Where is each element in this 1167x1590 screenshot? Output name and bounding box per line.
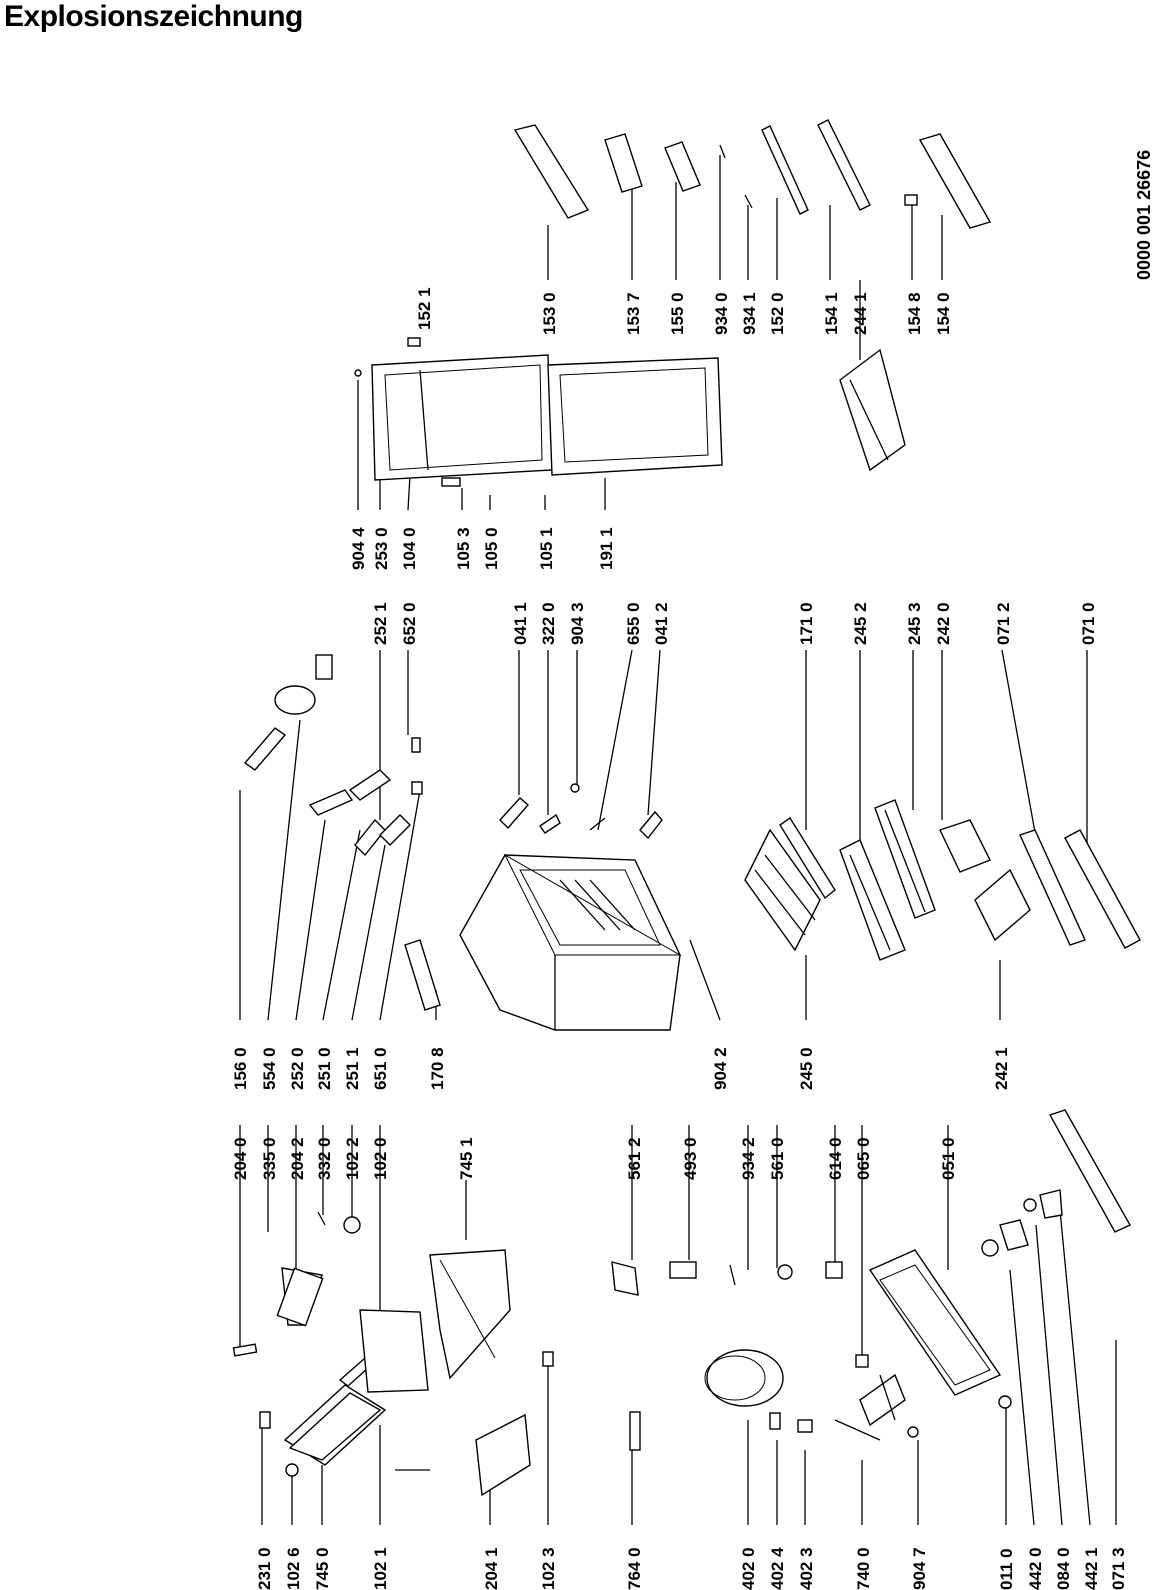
part-label: 051 0 — [939, 1137, 958, 1180]
part-label: 154 1 — [822, 292, 841, 335]
part-label: 041 2 — [652, 602, 671, 645]
part-label: 204 0 — [231, 1137, 250, 1180]
refrigerator-cabinet — [459, 853, 682, 1031]
part-label: 652 0 — [400, 602, 419, 645]
part-label: 104 0 — [400, 527, 419, 570]
part-drawings — [232, 119, 1141, 1497]
part-label: 934 0 — [712, 292, 731, 335]
door-assembly — [354, 337, 906, 487]
document-number: 0000 001 26676 — [1134, 150, 1154, 280]
part-label: 402 4 — [768, 1547, 787, 1590]
part-label: 204 2 — [288, 1137, 307, 1180]
part-label: 245 2 — [851, 602, 870, 645]
part-label: 071 3 — [1109, 1547, 1128, 1590]
part-label: 493 0 — [681, 1137, 700, 1180]
part-label: 102 2 — [343, 1137, 362, 1180]
part-label: 245 3 — [905, 602, 924, 645]
part-label: 934 2 — [739, 1137, 758, 1180]
part-label: 402 0 — [739, 1547, 758, 1590]
part-label: 191 1 — [597, 527, 616, 570]
part-label: 065 0 — [854, 1137, 873, 1180]
part-labels: 231 0 102 6 745 0 102 1 204 1 102 3 764 … — [231, 150, 1154, 1590]
part-label: 904 3 — [568, 602, 587, 645]
part-label: 105 3 — [454, 527, 473, 570]
leader-lines — [239, 155, 1117, 1526]
part-label: 251 0 — [315, 1047, 334, 1090]
part-label: 102 1 — [371, 1547, 390, 1590]
page-title: Explosionszeichnung — [4, 0, 303, 33]
part-label: 614 0 — [826, 1137, 845, 1180]
part-label: 071 0 — [1079, 602, 1098, 645]
part-label: 153 7 — [624, 292, 643, 335]
part-label: 442 1 — [1082, 1547, 1101, 1590]
part-label: 231 0 — [255, 1547, 274, 1590]
part-label: 041 1 — [511, 602, 530, 645]
part-label: 745 1 — [457, 1137, 476, 1180]
shelves — [744, 799, 1141, 961]
part-label: 154 0 — [934, 292, 953, 335]
part-label: 153 0 — [540, 292, 559, 335]
part-label: 154 8 — [905, 292, 924, 335]
part-label: 102 6 — [284, 1547, 303, 1590]
part-label: 105 0 — [482, 527, 501, 570]
part-label: 934 1 — [740, 292, 759, 335]
part-label: 322 0 — [539, 602, 558, 645]
part-label: 402 3 — [797, 1547, 816, 1590]
part-label: 561 0 — [768, 1137, 787, 1180]
part-label: 442 0 — [1026, 1547, 1045, 1590]
part-label: 011 0 — [997, 1548, 1016, 1590]
part-label: 651 0 — [371, 1047, 390, 1090]
part-label: 740 0 — [854, 1547, 873, 1590]
part-label: 152 0 — [768, 292, 787, 335]
part-label: 554 0 — [260, 1047, 279, 1090]
part-label: 252 1 — [371, 602, 390, 645]
part-label: 242 0 — [934, 602, 953, 645]
part-label: 251 1 — [343, 1047, 362, 1090]
part-label: 171 0 — [797, 602, 816, 645]
part-label: 084 0 — [1054, 1547, 1073, 1590]
part-label: 071 2 — [994, 602, 1013, 645]
part-label: 252 0 — [288, 1047, 307, 1090]
part-label: 170 8 — [428, 1047, 447, 1090]
part-label: 242 1 — [992, 1047, 1011, 1090]
part-label: 904 2 — [711, 1047, 730, 1090]
part-label: 155 0 — [668, 292, 687, 335]
part-label: 253 0 — [372, 527, 391, 570]
part-label: 245 0 — [797, 1047, 816, 1090]
part-label: 244 1 — [851, 292, 870, 335]
part-label: 904 4 — [349, 527, 368, 570]
part-label: 204 1 — [482, 1547, 501, 1590]
part-label: 904 7 — [910, 1547, 929, 1590]
part-label: 105 1 — [537, 527, 556, 570]
part-label: 335 0 — [260, 1137, 279, 1180]
part-label: 156 0 — [231, 1047, 250, 1090]
part-label: 102 3 — [539, 1547, 558, 1590]
part-label: 745 0 — [313, 1547, 332, 1590]
part-label: 561 2 — [625, 1137, 644, 1180]
part-label: 152 1 — [415, 287, 434, 330]
part-label: 655 0 — [624, 602, 643, 645]
part-label: 764 0 — [625, 1547, 644, 1590]
part-label: 102 0 — [371, 1137, 390, 1180]
part-label: 332 0 — [315, 1137, 334, 1180]
